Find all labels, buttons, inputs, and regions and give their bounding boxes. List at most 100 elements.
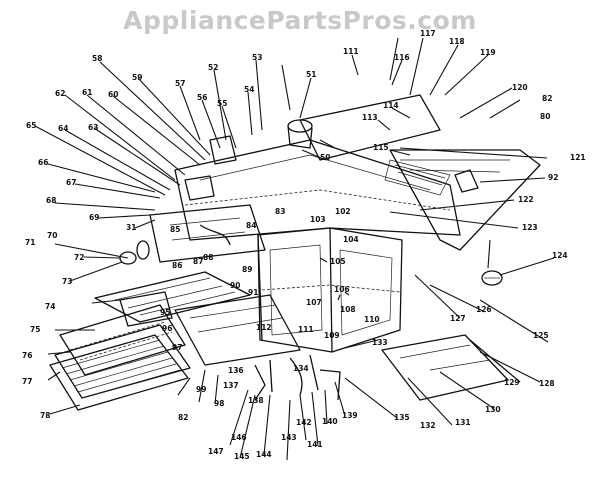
label-125: 125 — [533, 331, 549, 340]
label-66: 66 — [38, 158, 48, 167]
label-145: 145 — [234, 452, 250, 461]
watermark: AppliancePartsPros.com — [123, 6, 477, 35]
label-107: 107 — [306, 298, 322, 307]
label-115: 115 — [373, 143, 389, 152]
label-84: 84 — [246, 221, 256, 230]
label-90: 90 — [230, 281, 240, 290]
label-127: 127 — [450, 314, 466, 323]
part-number-labels: 111 117 118 119 116 114 120 82 113 80 11… — [22, 29, 586, 461]
label-104: 104 — [343, 235, 359, 244]
element-assembly — [94, 271, 251, 327]
label-126: 126 — [476, 305, 492, 314]
oven-racks — [49, 304, 191, 411]
label-80: 80 — [540, 112, 550, 121]
label-64: 64 — [58, 124, 68, 133]
label-105: 105 — [330, 257, 346, 266]
label-97: 97 — [172, 343, 182, 352]
label-116: 116 — [394, 53, 410, 62]
label-83: 83 — [275, 207, 285, 216]
label-106: 106 — [334, 285, 350, 294]
label-134: 134 — [293, 364, 309, 373]
label-118: 118 — [449, 37, 465, 46]
label-76: 76 — [22, 351, 32, 360]
label-53: 53 — [252, 53, 262, 62]
label-70: 70 — [47, 231, 57, 240]
label-91: 91 — [248, 288, 258, 297]
oven-bottom — [174, 294, 301, 366]
label-110: 110 — [364, 315, 380, 324]
label-122: 122 — [518, 195, 534, 204]
label-146: 146 — [231, 433, 247, 442]
label-137: 137 — [223, 381, 239, 390]
label-62: 62 — [55, 89, 65, 98]
label-135: 135 — [394, 413, 410, 422]
label-75: 75 — [30, 325, 40, 334]
label-111b: 111 — [298, 325, 314, 334]
label-108: 108 — [340, 305, 356, 314]
label-130: 130 — [485, 405, 501, 414]
label-56: 56 — [197, 93, 207, 102]
label-95: 95 — [160, 308, 170, 317]
label-57: 57 — [175, 79, 185, 88]
label-129: 129 — [504, 378, 520, 387]
label-102: 102 — [335, 207, 351, 216]
label-128: 128 — [539, 379, 555, 388]
leader-lines — [34, 37, 555, 461]
label-69: 69 — [89, 213, 99, 222]
label-96: 96 — [162, 324, 172, 333]
label-131: 131 — [455, 418, 471, 427]
label-88: 88 — [203, 253, 213, 262]
label-98: 98 — [214, 399, 224, 408]
label-74: 74 — [45, 302, 55, 311]
label-72: 72 — [74, 253, 84, 262]
label-61: 61 — [82, 88, 92, 97]
label-139: 139 — [342, 411, 358, 420]
door-hinge-hardware — [254, 354, 341, 401]
label-31: 31 — [126, 223, 136, 232]
label-147: 147 — [208, 447, 224, 456]
label-113: 113 — [362, 113, 378, 122]
label-58: 58 — [92, 54, 102, 63]
label-82: 82 — [542, 94, 552, 103]
label-121: 121 — [570, 153, 586, 162]
label-124: 124 — [552, 251, 568, 260]
label-99: 99 — [196, 385, 206, 394]
label-123: 123 — [522, 223, 538, 232]
label-117: 117 — [420, 29, 436, 38]
label-82b: 82 — [178, 413, 188, 422]
label-68: 68 — [46, 196, 56, 205]
label-67: 67 — [66, 178, 76, 187]
right-side-panel — [389, 149, 541, 251]
label-87: 87 — [193, 257, 203, 266]
label-144: 144 — [256, 450, 272, 459]
label-132: 132 — [420, 421, 436, 430]
label-103: 103 — [310, 215, 326, 224]
label-86: 86 — [172, 261, 182, 270]
top-panel — [174, 94, 461, 241]
label-60: 60 — [108, 90, 118, 99]
label-114: 114 — [383, 101, 399, 110]
label-71: 71 — [25, 238, 35, 247]
left-controls — [119, 135, 266, 265]
label-52: 52 — [208, 63, 218, 72]
label-51: 51 — [306, 70, 316, 79]
label-133: 133 — [372, 338, 388, 347]
label-119: 119 — [480, 48, 496, 57]
label-92: 92 — [548, 173, 558, 182]
part-124 — [481, 270, 503, 286]
label-142: 142 — [296, 418, 312, 427]
label-143: 143 — [281, 433, 297, 442]
label-50: 50 — [320, 153, 330, 162]
label-59: 59 — [132, 73, 142, 82]
broiler-plate — [381, 334, 521, 401]
label-78: 78 — [40, 411, 50, 420]
label-112: 112 — [256, 323, 272, 332]
label-77: 77 — [22, 377, 32, 386]
label-140: 140 — [322, 417, 338, 426]
label-85: 85 — [170, 225, 180, 234]
label-54: 54 — [244, 85, 254, 94]
label-55: 55 — [217, 99, 227, 108]
label-111: 111 — [343, 47, 359, 56]
label-136: 136 — [228, 366, 244, 375]
label-63: 63 — [88, 123, 98, 132]
